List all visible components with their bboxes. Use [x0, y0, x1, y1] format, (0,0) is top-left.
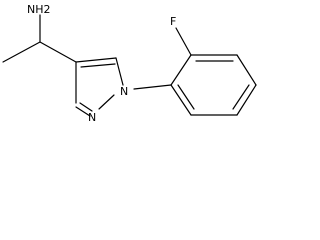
- bond-pyrazole-n1-n2: [98, 94, 115, 110]
- bond-pyrazole-n2-c3-double: [75, 106, 91, 117]
- pyrazole-n1-label: N: [120, 85, 128, 98]
- bond-methyl-to-chiral-carbon: [2, 41, 41, 63]
- bond-chiral-carbon-to-pyrazole: [39, 41, 77, 63]
- chemical-structure: NH2 N N F: [2, 3, 257, 124]
- bond-phenyl-to-fluorine: [175, 27, 192, 56]
- bond-phenyl-c6-c1-double: [177, 84, 195, 110]
- bond-pyrazole-c4-c5-double: [80, 63, 116, 68]
- bond-phenyl-c1-c2: [170, 54, 192, 86]
- bond-phenyl-c3-c4: [236, 54, 257, 86]
- fluorine-label: F: [170, 15, 176, 28]
- bond-pyrazole-n2-c3: [79, 102, 93, 112]
- bond-phenyl-c6-c1: [170, 84, 192, 116]
- pyrazole-n2-label: N: [88, 111, 96, 124]
- bond-pyrazole-c5-n1: [115, 57, 124, 86]
- bond-pyrazole-c4-c5: [75, 57, 117, 63]
- bond-phenyl-c4-c5-double: [232, 84, 250, 110]
- bond-phenyl-c4-c5: [236, 84, 257, 116]
- bond-pyrazole-to-phenyl: [133, 84, 172, 90]
- amine-label: NH2: [27, 3, 51, 16]
